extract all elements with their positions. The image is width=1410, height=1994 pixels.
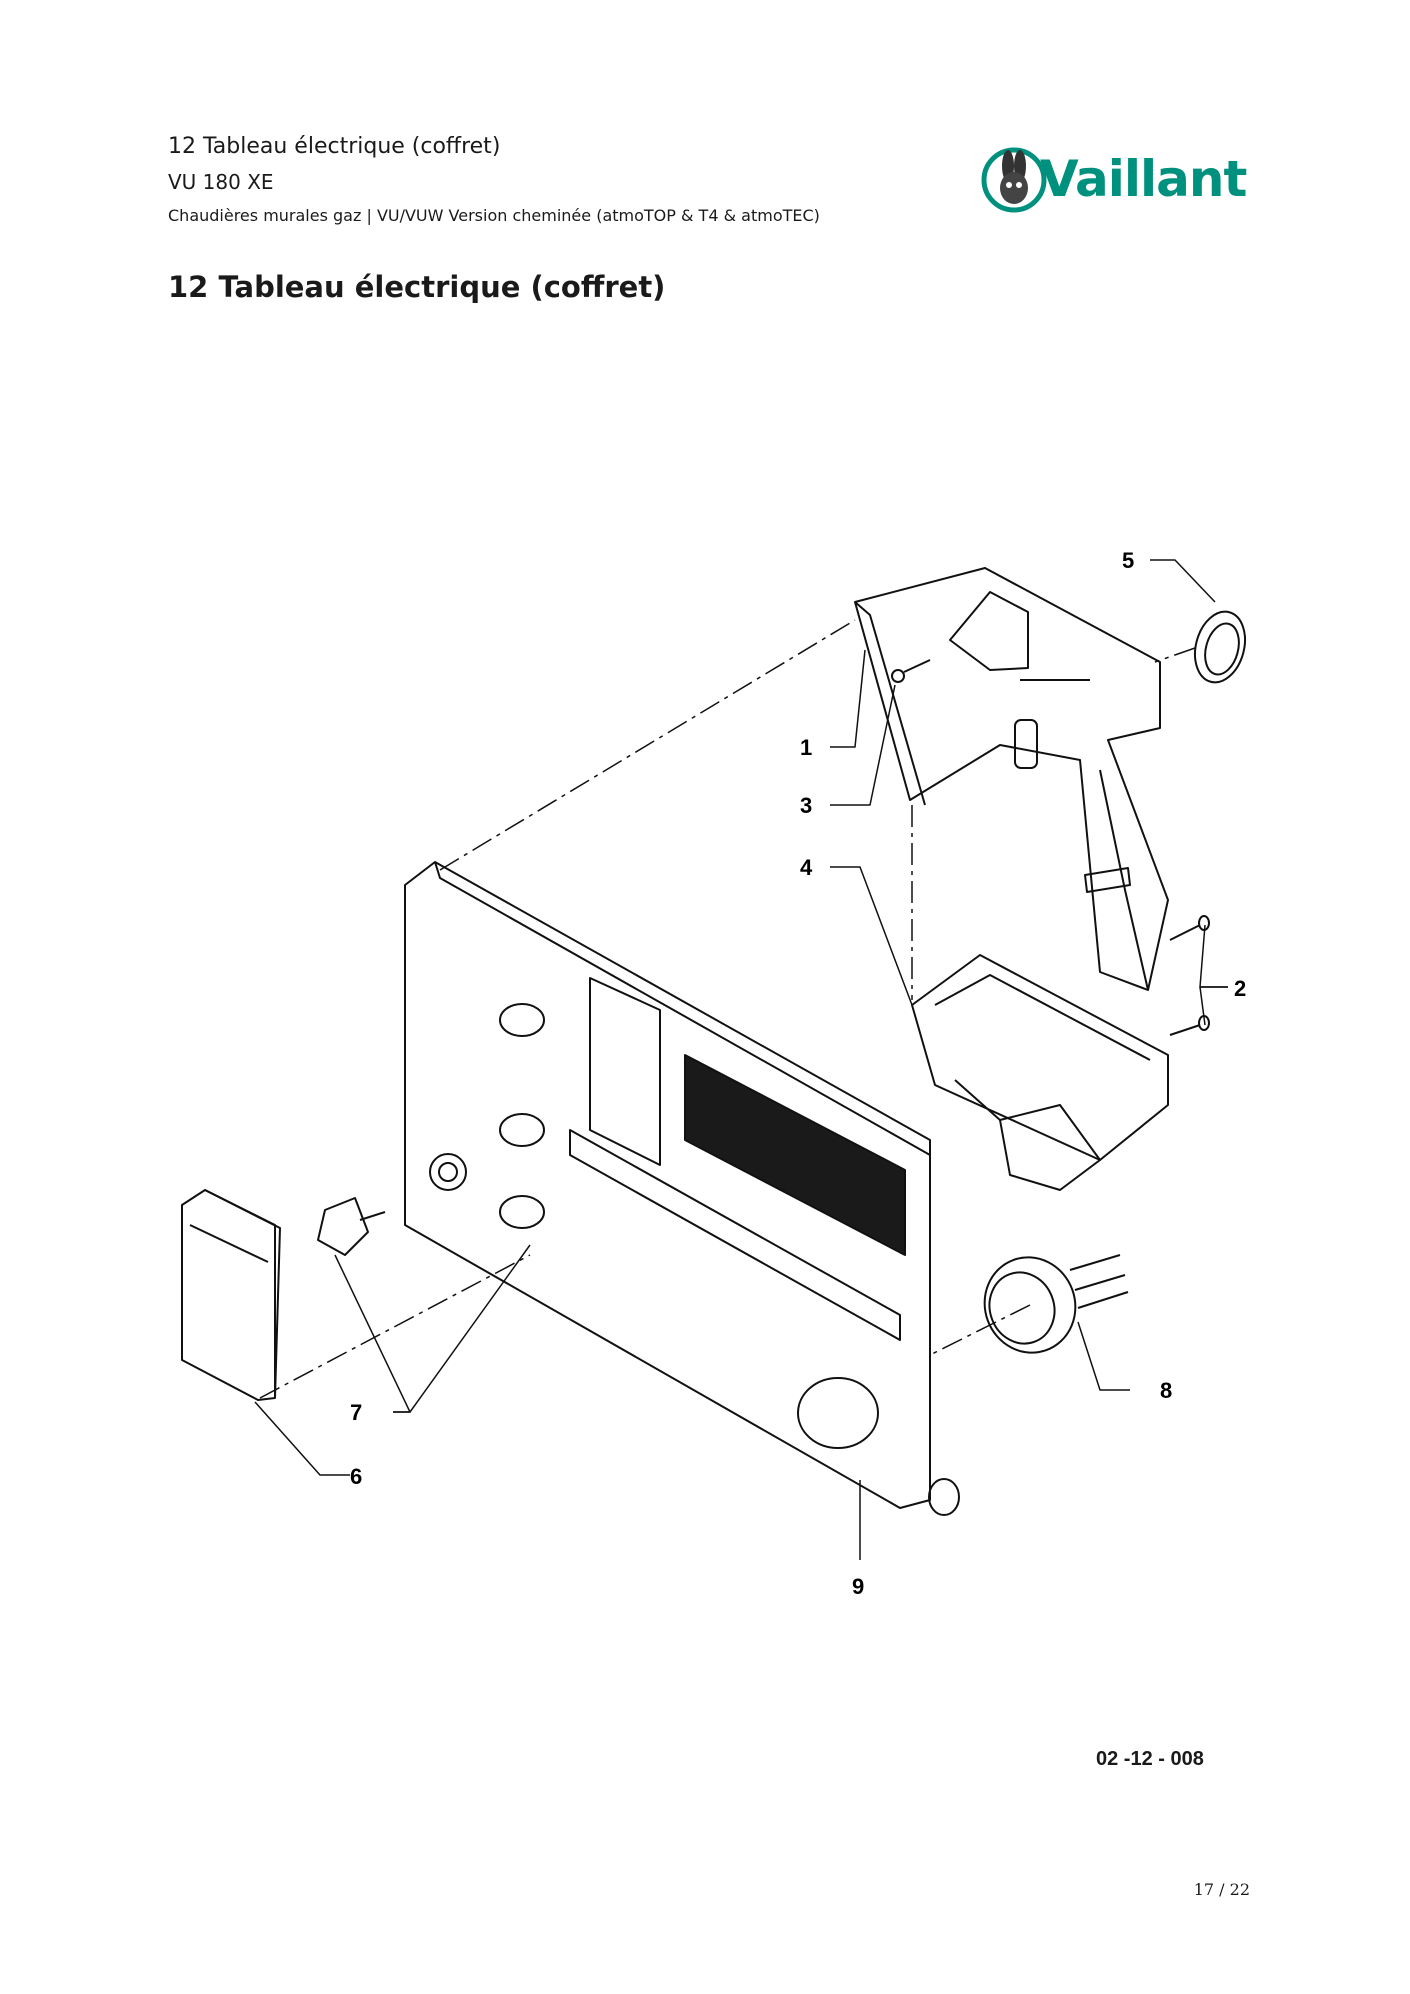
part-4-tray bbox=[911, 954, 1169, 1191]
callout-5: 5 bbox=[1122, 548, 1134, 573]
callout-3: 3 bbox=[800, 793, 812, 818]
page-number: 17 / 22 bbox=[1193, 1880, 1250, 1899]
header-product-line: Chaudières murales gaz | VU/VUW Version … bbox=[168, 206, 820, 225]
callout-7: 7 bbox=[350, 1400, 362, 1425]
callout-9: 9 bbox=[852, 1574, 864, 1599]
page-title: 12 Tableau électrique (coffret) bbox=[168, 270, 666, 304]
brand-name: Vaillant bbox=[1040, 150, 1247, 208]
part-6-cover bbox=[181, 1189, 281, 1401]
callout-8: 8 bbox=[1160, 1378, 1172, 1403]
part-1-housing bbox=[854, 567, 1169, 991]
callout-1: 1 bbox=[800, 735, 812, 760]
part-2-screws bbox=[1169, 915, 1210, 1036]
header-model: VU 180 XE bbox=[168, 170, 274, 194]
part-9-front-panel bbox=[404, 861, 960, 1516]
header-section: 12 Tableau électrique (coffret) bbox=[168, 134, 501, 159]
callout-6: 6 bbox=[350, 1464, 362, 1489]
part-7-knob bbox=[317, 1197, 386, 1256]
figure-reference: 02 -12 - 008 bbox=[1096, 1748, 1204, 1770]
part-8-module bbox=[983, 1254, 1129, 1354]
vaillant-hare-logo-icon bbox=[981, 147, 1047, 213]
part-3-screw bbox=[891, 659, 931, 683]
callout-4: 4 bbox=[800, 855, 813, 880]
panel-knobs bbox=[429, 1003, 545, 1229]
part-5-cap bbox=[1194, 610, 1246, 684]
callout-2: 2 bbox=[1234, 976, 1246, 1001]
